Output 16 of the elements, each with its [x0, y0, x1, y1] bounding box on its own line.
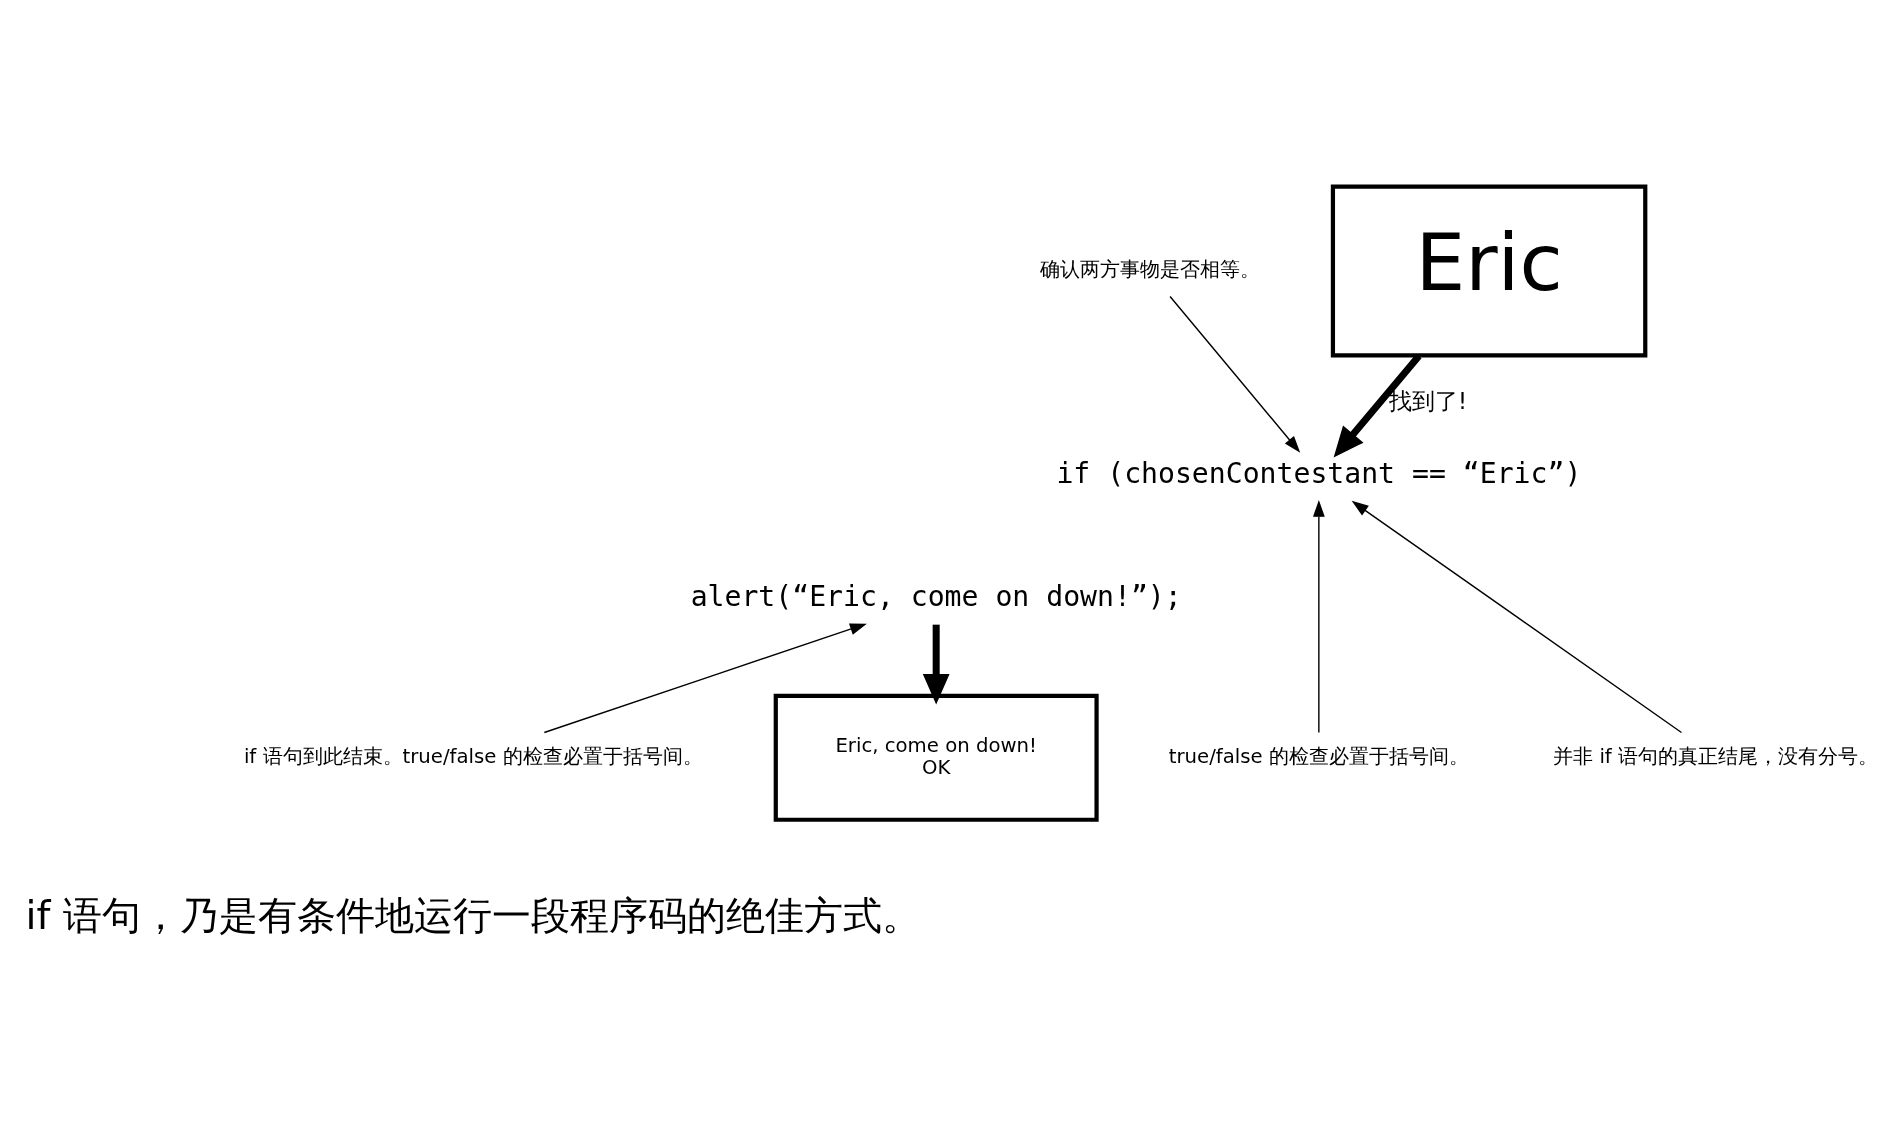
arrow	[922, 624, 950, 705]
node-box: Eric	[1330, 184, 1648, 358]
node-box: Eric, come on down! OK	[773, 693, 1099, 822]
edge-label: 找到了!	[1388, 387, 1467, 414]
node-text: 并非 if 语句的真正结尾，没有分号。	[1553, 745, 1879, 769]
arrow	[543, 623, 867, 734]
node-text: 确认两方事物是否相等。	[1040, 258, 1261, 282]
node-text: alert(“Eric, come on down!”);	[690, 579, 1182, 613]
node-text: if 语句到此结束。true/false 的检查必置于括号间。	[243, 745, 703, 769]
label: if 语句，乃是有条件地运行一段程序码的绝佳方式。	[25, 891, 921, 938]
arrow	[1333, 353, 1422, 458]
node-text: if (chosenContestant == “Eric”)	[1056, 457, 1582, 491]
arrow	[1351, 500, 1683, 734]
node-text: true/false 的检查必置于括号间。	[1168, 745, 1469, 769]
arrow	[1312, 499, 1325, 734]
arrow	[1169, 295, 1301, 453]
